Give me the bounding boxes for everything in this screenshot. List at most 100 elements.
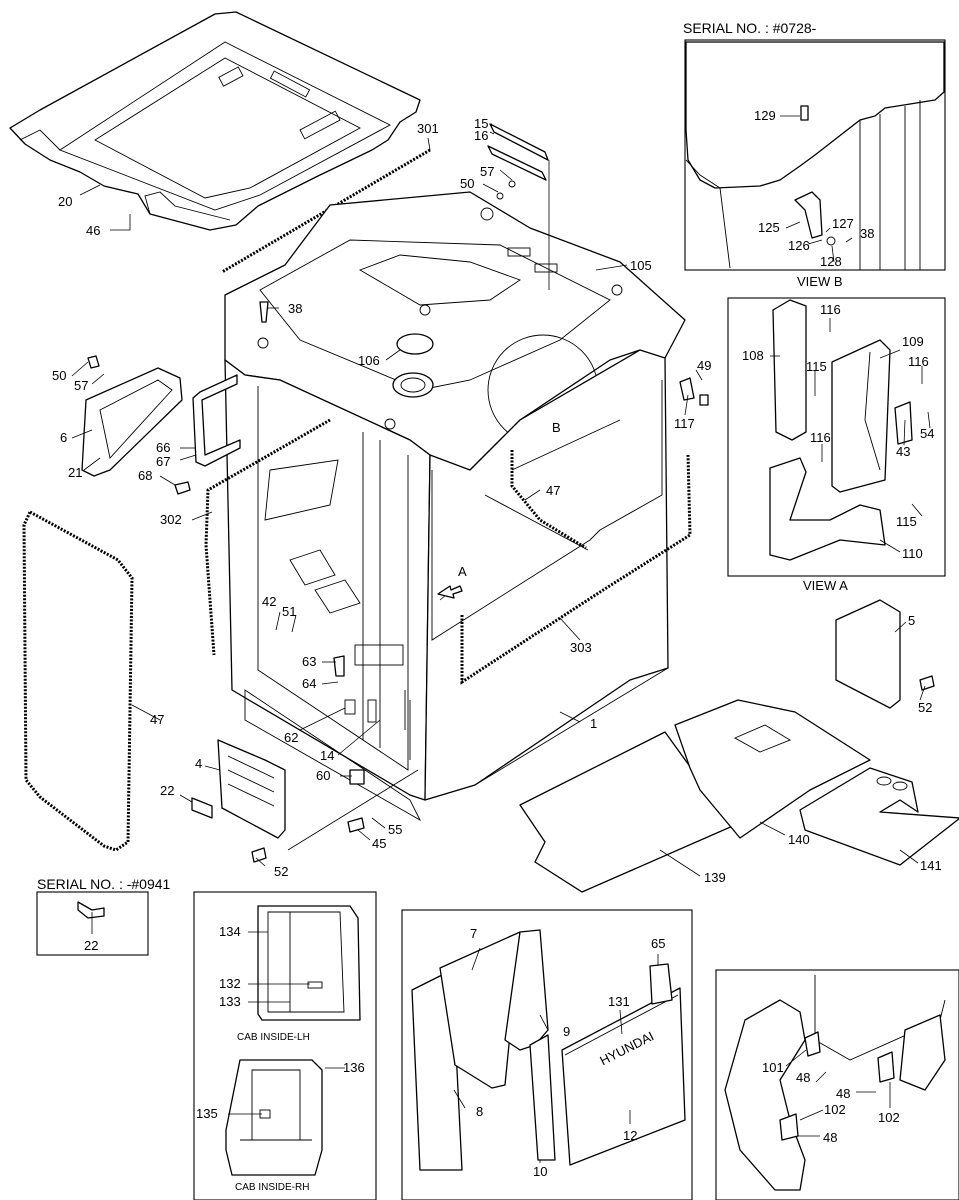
callout-47a: 47 (546, 483, 560, 498)
mount-brackets (487, 123, 549, 200)
view-marker-b: B (552, 420, 561, 435)
callout-127: 127 (832, 216, 854, 231)
callout-105: 105 (630, 258, 652, 273)
callout-67: 67 (156, 454, 170, 469)
callout-22: 22 (160, 783, 174, 798)
callout-102b: 102 (824, 1102, 846, 1117)
callout-48c: 48 (823, 1130, 837, 1145)
callout-9: 9 (563, 1024, 570, 1039)
callout-51: 51 (282, 604, 296, 619)
callout-64: 64 (302, 676, 316, 691)
callout-128: 128 (820, 254, 842, 269)
callout-54: 54 (920, 426, 934, 441)
callout-labels: 1 4 5 6 7 8 9 10 12 14 15 16 20 21 22 22… (52, 108, 942, 1179)
callout-301: 301 (417, 121, 439, 136)
callout-1: 1 (590, 716, 597, 731)
callout-139: 139 (704, 870, 726, 885)
callout-43: 43 (896, 444, 910, 459)
callout-47b: 47 (150, 712, 164, 727)
callout-302: 302 (160, 512, 182, 527)
callout-133: 133 (219, 994, 241, 1009)
callout-52a: 52 (918, 700, 932, 715)
callout-7: 7 (470, 926, 477, 941)
glass-frame (401, 909, 693, 1200)
callout-8: 8 (476, 1104, 483, 1119)
leader-lines (71, 115, 931, 1163)
callout-21: 21 (68, 465, 82, 480)
callout-10: 10 (533, 1164, 547, 1179)
callout-6: 6 (60, 430, 67, 445)
view-b-detail (685, 41, 945, 270)
callout-52b: 52 (274, 864, 288, 879)
step-panel-part (191, 739, 286, 839)
callout-109: 109 (902, 334, 924, 349)
callout-55: 55 (388, 822, 402, 837)
callout-20: 20 (58, 194, 72, 209)
cab-inside-lh-drawing (257, 905, 361, 1021)
callout-65: 65 (651, 936, 665, 951)
bracket-22-old (77, 901, 105, 919)
callout-141: 141 (920, 858, 942, 873)
glass-panes (411, 929, 686, 1171)
callout-57b: 57 (74, 378, 88, 393)
callout-110: 110 (902, 546, 923, 561)
callout-15: 15 (474, 116, 488, 131)
left-seal-302 (204, 418, 331, 656)
callout-60: 60 (316, 768, 330, 783)
callout-46: 46 (86, 223, 100, 238)
callout-135: 135 (196, 1106, 218, 1121)
callout-12: 12 (623, 1128, 637, 1143)
callout-116c: 116 (810, 430, 831, 445)
floor-mats (519, 699, 959, 893)
callout-101: 101 (762, 1060, 784, 1075)
callout-140: 140 (788, 832, 810, 847)
step-detail-drawing (724, 975, 946, 1191)
callout-134: 134 (219, 924, 241, 939)
callout-62: 62 (284, 730, 298, 745)
view-arrow-a (437, 585, 463, 599)
serial-left-label: SERIAL NO. : -#0941 (37, 876, 171, 892)
callout-4: 4 (195, 756, 202, 771)
callout-108: 108 (742, 348, 764, 363)
callout-38: 38 (288, 301, 302, 316)
callout-63: 63 (302, 654, 316, 669)
callout-16: 16 (474, 128, 488, 143)
callout-48a: 48 (796, 1070, 810, 1085)
callout-42: 42 (262, 594, 276, 609)
callout-22b: 22 (84, 938, 98, 953)
cab-inside-lh-caption: CAB INSIDE-LH (237, 1032, 310, 1043)
callout-132: 132 (219, 976, 241, 991)
callout-125: 125 (758, 220, 780, 235)
callout-117: 117 (674, 416, 695, 431)
callout-129: 129 (754, 108, 776, 123)
cab-inside-rh-caption: CAB INSIDE-RH (235, 1182, 309, 1193)
fastener-bolts (87, 301, 935, 863)
callout-38b: 38 (860, 226, 874, 241)
callout-50a: 50 (460, 176, 474, 191)
callout-116b: 116 (908, 354, 929, 369)
serial-top-label: SERIAL NO. : #0728- (683, 20, 817, 36)
callout-106: 106 (358, 353, 380, 368)
view-marker-a: A (458, 564, 467, 579)
callout-131: 131 (608, 994, 630, 1009)
callout-115a: 115 (806, 359, 827, 374)
callout-66: 66 (156, 440, 170, 455)
callout-115b: 115 (896, 514, 917, 529)
callout-14: 14 (320, 748, 334, 763)
callout-50b: 50 (52, 368, 66, 383)
side-panel-part (835, 599, 901, 709)
callout-136: 136 (343, 1060, 365, 1075)
callout-116a: 116 (820, 302, 841, 317)
callout-57a: 57 (480, 164, 494, 179)
cab-inside-rh-drawing (225, 1059, 323, 1176)
callout-102a: 102 (878, 1110, 900, 1125)
callout-68: 68 (138, 468, 152, 483)
cab-frame (192, 191, 686, 822)
front-seal-303 (460, 454, 692, 685)
view-b-frame (684, 39, 946, 271)
callout-303: 303 (570, 640, 592, 655)
serial-old-frame (36, 891, 149, 956)
callout-45: 45 (372, 836, 386, 851)
window-seal-right (510, 450, 587, 550)
